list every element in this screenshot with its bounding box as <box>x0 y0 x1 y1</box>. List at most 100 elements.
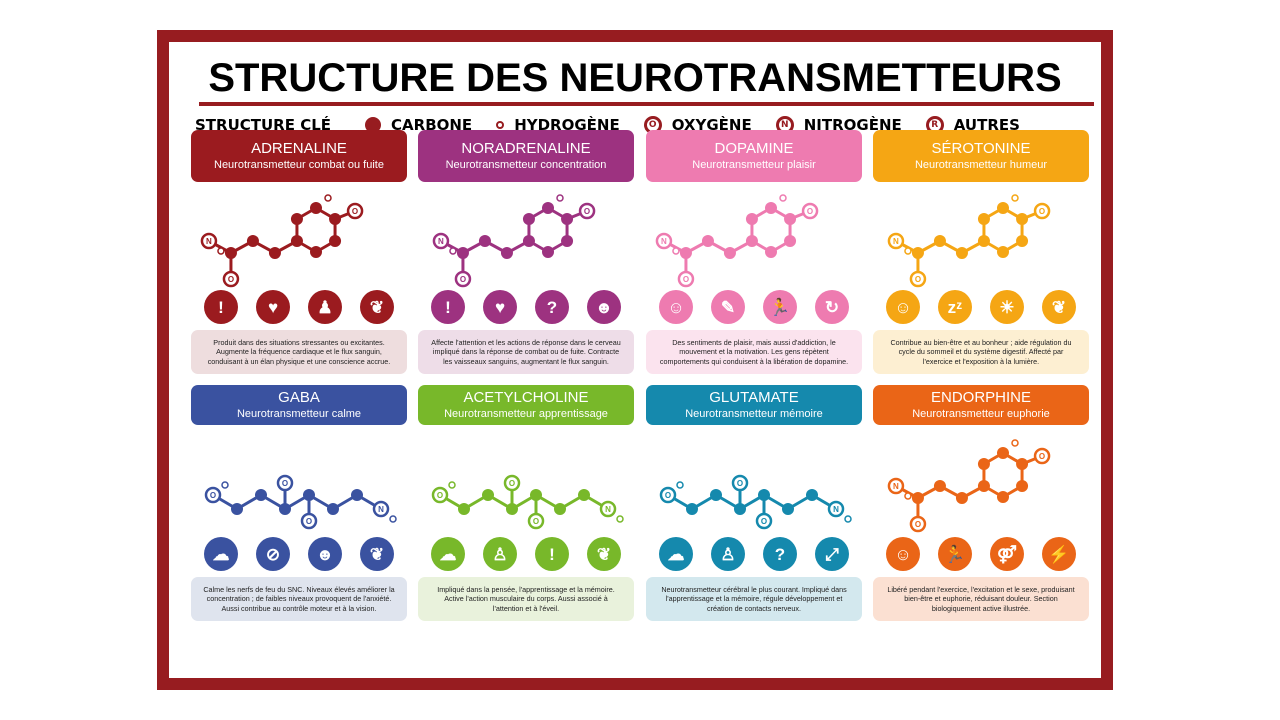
card-description: Produit dans des situations stressantes … <box>191 330 407 374</box>
atom-label: O <box>915 275 921 284</box>
runner-icon: 🏃 <box>938 537 972 571</box>
hydrogen-atom <box>904 247 912 255</box>
hydrogen-atom <box>389 515 397 523</box>
oxygen-atom <box>659 486 677 504</box>
carbon-atom <box>303 489 315 501</box>
smile-icon: ☺ <box>659 290 693 324</box>
nitrogen-atom <box>432 232 450 250</box>
legend-item-label: AUTRES <box>953 116 1020 134</box>
oxygen-atom <box>801 202 819 220</box>
nitrogen-atom <box>887 232 905 250</box>
hydrogen-atom <box>676 481 684 489</box>
carbon-atom <box>310 202 322 214</box>
neurotransmitter-name: ENDORPHINE <box>930 389 1031 406</box>
carbon-atom <box>561 235 574 247</box>
hydrogen-atom <box>448 481 456 489</box>
smile-icon: ☺ <box>886 290 920 324</box>
card-header: NORADRENALINE Neurotransmetteur concentr… <box>418 130 634 182</box>
carbon-atom <box>784 213 797 225</box>
carbon-atom <box>911 492 924 504</box>
title-underline <box>199 102 1094 106</box>
atom-label: N <box>206 237 212 246</box>
neurotransmitter-name: ADRENALINE <box>251 140 347 157</box>
carbon-atom <box>997 447 1009 459</box>
nitrogen-atom <box>655 232 673 250</box>
atom-label: O <box>352 207 358 216</box>
oxygen-atom <box>527 512 545 530</box>
hydrogen-atom <box>324 194 332 202</box>
carbon-atom <box>458 503 470 515</box>
carbon-atom <box>955 247 968 259</box>
atom-label: O <box>210 491 216 500</box>
carbon-atom <box>997 491 1009 503</box>
question-icon: ? <box>763 537 797 571</box>
carbon-atom <box>482 489 494 501</box>
oxygen-atom <box>731 474 749 492</box>
carbon-atom <box>327 503 339 515</box>
brain-icon: ☁ <box>431 537 465 571</box>
carbon-atom <box>530 489 542 501</box>
kidney-icon: ❦ <box>360 290 394 324</box>
neurotransmitter-role: Neurotransmetteur plaisir <box>692 159 816 171</box>
oxygen-atom <box>1033 202 1051 220</box>
neurotransmitter-name: GABA <box>278 389 320 406</box>
legend-item-hydrogène: HYDROGÈNE <box>496 115 620 135</box>
molecule-structure: NOO <box>200 194 364 288</box>
carbon-atom <box>679 247 692 259</box>
hydrogen-atom <box>221 481 229 489</box>
carbon-atom <box>911 247 924 259</box>
carbon-atom <box>723 247 736 259</box>
atom-label: O <box>509 479 515 488</box>
carbon-atom <box>745 213 758 225</box>
effect-icons: ☺✎🏃↻ <box>646 290 862 326</box>
neurotransmitter-role: Neurotransmetteur calme <box>236 408 362 420</box>
carbon-atom <box>977 480 990 492</box>
oxygen-atom <box>755 512 773 530</box>
carbon-atom <box>734 503 746 515</box>
graph-icon: ⤢ <box>815 537 849 571</box>
carbon-atom <box>765 202 777 214</box>
carbon-atom <box>784 235 797 247</box>
effect-icons: !♥?☻ <box>418 290 634 326</box>
hydrogen-atom <box>904 492 912 500</box>
podium-person-icon: ♟ <box>308 290 342 324</box>
carbon-atom <box>578 489 590 501</box>
carbon-atom <box>977 458 990 470</box>
oxygen-atom <box>909 515 927 533</box>
oxygen-atom <box>204 486 222 504</box>
atom-label: N <box>378 505 384 514</box>
carbon-atom <box>478 235 491 247</box>
hydrogen-atom <box>1011 194 1019 202</box>
oxygen-atom <box>1033 447 1051 465</box>
no-anxiety-icon: ⊘ <box>256 537 290 571</box>
card-adrenaline: ADRENALINE Neurotransmetteur combat ou f… <box>191 130 407 374</box>
neurotransmitter-role: Neurotransmetteur euphorie <box>912 408 1050 420</box>
carbon-atom <box>506 503 518 515</box>
legend-label: STRUCTURE CLÉ <box>195 116 332 134</box>
card-header: ACETYLCHOLINE Neurotransmetteur apprenti… <box>418 385 634 425</box>
card-description: Calme les nerfs de feu du SNC. Niveaux é… <box>191 577 407 621</box>
molecule-structure: NOO <box>432 194 596 288</box>
card-description: Libéré pendant l'exercice, l'excitation … <box>873 577 1089 621</box>
card-description: Des sentiments de plaisir, mais aussi d'… <box>646 330 862 374</box>
carbon-atom <box>279 503 291 515</box>
legend-item-label: HYDROGÈNE <box>514 116 620 134</box>
hydrogen-atom <box>672 247 680 255</box>
card-acetylcholine: ACETYLCHOLINE Neurotransmetteur apprenti… <box>418 385 634 621</box>
atom-label: N <box>605 505 611 514</box>
carbon-atom <box>745 235 758 247</box>
hydrogen-atom <box>449 247 457 255</box>
oxygen-atom <box>454 270 472 288</box>
nitrogen-atom <box>200 232 218 250</box>
carbon-atom <box>710 489 722 501</box>
nitrogen-atom <box>372 500 390 518</box>
nitrogen-atom <box>599 500 617 518</box>
exclamation-icon: ! <box>535 537 569 571</box>
carbon-atom <box>806 489 818 501</box>
atom-label: O <box>737 479 743 488</box>
stomach-icon: ❦ <box>360 537 394 571</box>
atom-label: O <box>761 517 767 526</box>
oxygen-atom <box>222 270 240 288</box>
